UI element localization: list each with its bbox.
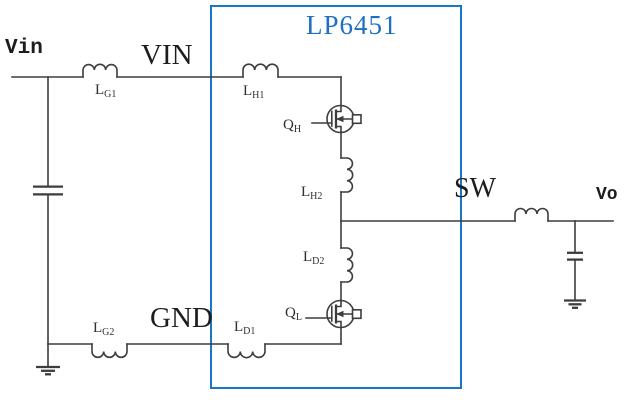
label-mosfet-ql: QL: [285, 305, 302, 323]
label-inductor-lh1: LH1: [243, 83, 265, 101]
label-inductor-lg1: LG1: [95, 82, 117, 100]
label-inductor-lh2: LH2: [301, 184, 323, 202]
wire-top-rail: [11, 76, 342, 107]
mosfet-qh-symbol: [311, 104, 362, 134]
ground-symbol-output: [564, 299, 586, 309]
capacitor-output: [567, 220, 583, 301]
ground-symbol-left: [36, 343, 60, 376]
inductor-lh2: [340, 157, 354, 193]
mosfet-ql-symbol: [305, 299, 362, 329]
label-inductor-ld1: LD1: [234, 319, 256, 337]
label-gnd-pin: GND: [150, 302, 213, 334]
lp6451-boundary-box: [210, 5, 462, 389]
inductor-lg2: [91, 343, 128, 359]
inductor-lg1: [82, 63, 118, 78]
inductor-ld1: [227, 343, 266, 359]
inductor-ld2: [340, 247, 354, 283]
label-inductor-ld2: LD2: [303, 249, 325, 267]
label-vin-pin: VIN: [141, 39, 193, 71]
label-mosfet-qh: QH: [283, 117, 302, 135]
chip-title: LP6451: [306, 10, 398, 40]
label-vout: Vo: [596, 185, 618, 205]
label-sw-pin: SW: [454, 173, 496, 204]
label-vin-external: Vin: [5, 37, 43, 60]
inductor-lh1: [242, 63, 279, 78]
inductor-output: [514, 207, 549, 222]
label-inductor-lg2: LG2: [93, 320, 115, 338]
capacitor-input: [33, 76, 63, 345]
